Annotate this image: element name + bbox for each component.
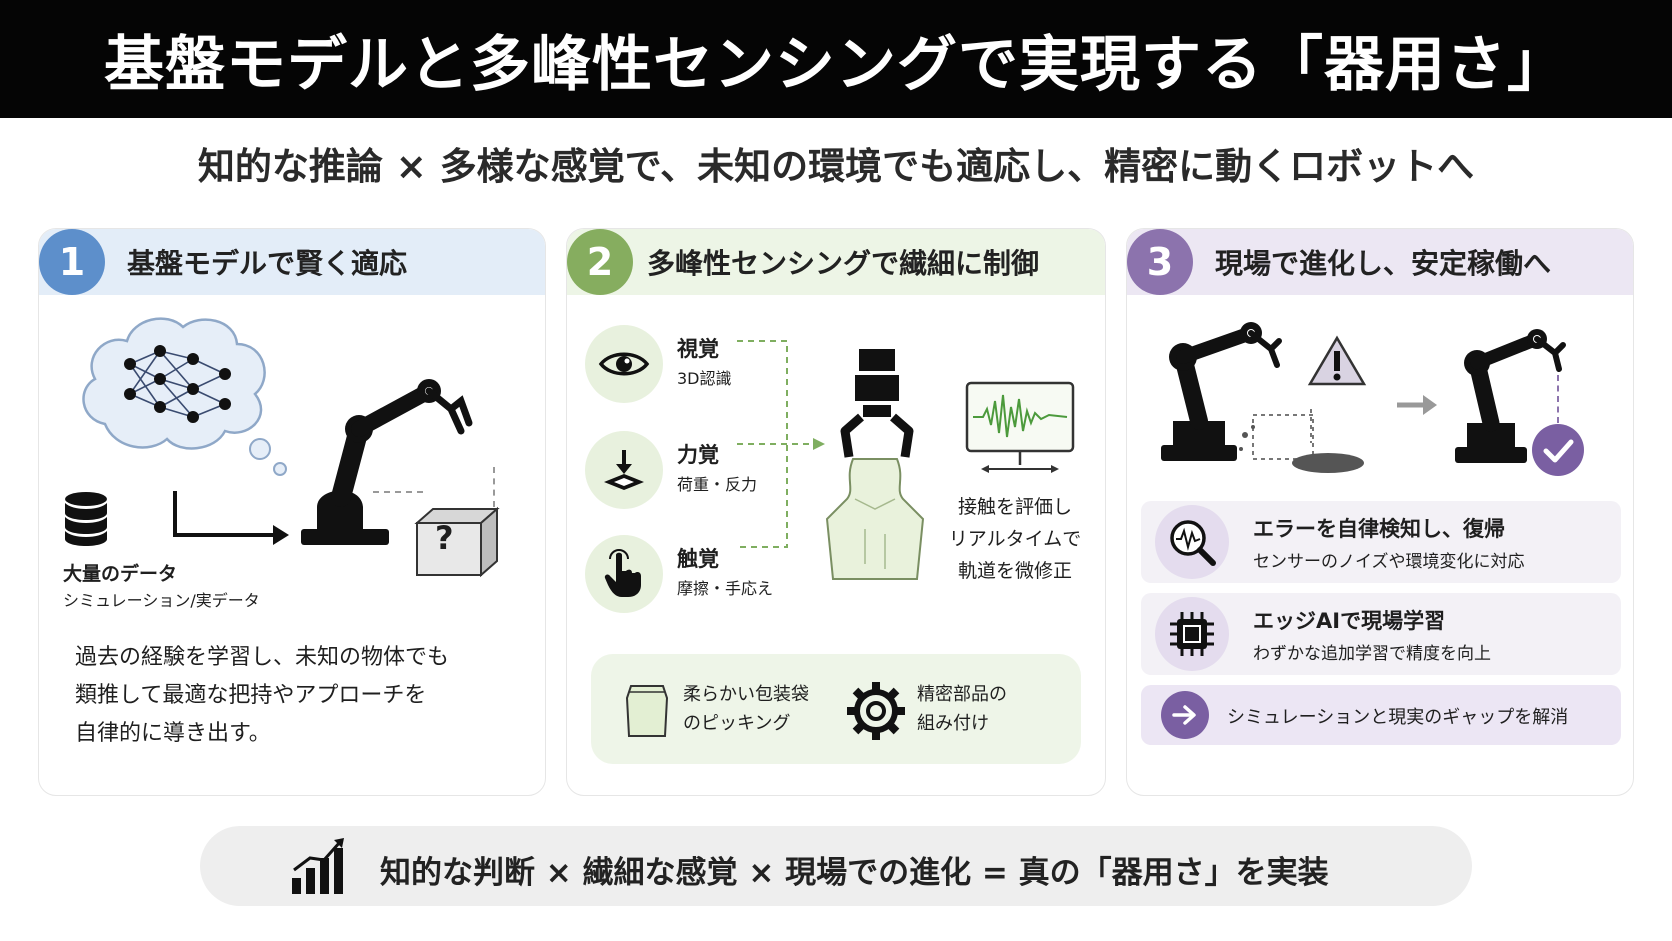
app-line: 精密部品の xyxy=(917,684,1007,705)
panel-foundation-model: 1 基盤モデルで賢く適応 xyxy=(38,228,546,796)
data-sublabel: シミュレーション/実データ xyxy=(63,591,260,610)
search-waveform-icon xyxy=(1155,505,1229,579)
card-subtitle: センサーのノイズや環境変化に対応 xyxy=(1253,552,1525,572)
app-label: 柔らかい包装袋 のピッキング xyxy=(683,680,809,738)
step-badge: 3 xyxy=(1127,229,1193,295)
eye-icon xyxy=(585,325,663,403)
panel-header: 2 多峰性センシングで繊細に制御 xyxy=(567,229,1105,295)
sense-label: 触覚 xyxy=(677,547,719,571)
neural-network-icon xyxy=(75,309,287,476)
force-sensor-icon xyxy=(585,431,663,509)
description-line: 過去の経験を学習し、未知の物体でも xyxy=(75,645,450,670)
title-bar: 基盤モデルと多峰性センシングで実現する「器用さ」 xyxy=(0,0,1672,118)
robot-arm-icon xyxy=(1161,322,1311,465)
data-label: 大量のデータ xyxy=(63,563,178,585)
app-line: 柔らかい包装袋 xyxy=(683,684,809,705)
step-badge: 1 xyxy=(39,229,105,295)
panel-heading: 現場で進化し、安定稼働へ xyxy=(1215,247,1552,280)
card-subtitle: わずかな追加学習で精度を向上 xyxy=(1253,644,1491,664)
contact-line: リアルタイムで xyxy=(948,528,1082,550)
panel-multimodal-sensing: 2 多峰性センシングで繊細に制御 視覚 3D認識 力覚 荷重・反力 xyxy=(566,228,1106,796)
gear-icon xyxy=(847,682,905,740)
robot-arm-icon xyxy=(301,379,501,549)
warning-icon xyxy=(1307,335,1367,387)
gripper-bag-icon xyxy=(825,349,925,589)
banner-text: シミュレーションと現実のギャップを解消 xyxy=(1227,707,1569,728)
app-label: 精密部品の 組み付け xyxy=(917,680,1007,738)
bag-icon xyxy=(623,682,671,740)
arrow-right-icon xyxy=(1161,691,1209,739)
description-line: 類推して最適な把持やアプローチを xyxy=(75,683,427,708)
panel-field-evolution: 3 現場で進化し、安定稼働へ xyxy=(1126,228,1634,796)
sense-connector xyxy=(737,340,827,548)
database-icon xyxy=(63,491,109,547)
robot-arm-icon xyxy=(1455,329,1585,469)
check-icon xyxy=(1531,423,1585,477)
waveform-monitor-icon xyxy=(965,381,1075,477)
dashed-connector xyxy=(373,491,423,493)
summary-text: 知的な判断 × 繊細な感覚 × 現場での進化 = 真の「器用さ」を実装 xyxy=(380,855,1329,891)
panel-heading: 基盤モデルで賢く適応 xyxy=(127,247,408,280)
sense-sublabel: 摩擦・手応え xyxy=(677,579,774,598)
page-title: 基盤モデルと多峰性センシングで実現する「器用さ」 xyxy=(104,29,1568,100)
step-badge: 2 xyxy=(567,229,633,295)
contact-line: 接触を評価し xyxy=(957,496,1072,518)
contact-line: 軌道を微修正 xyxy=(957,560,1072,582)
feature-card-error-recovery: エラーを自律検知し、復帰 センサーのノイズや環境変化に対応 xyxy=(1141,501,1621,583)
chip-icon xyxy=(1155,597,1229,671)
summary-footer: 知的な判断 × 繊細な感覚 × 現場での進化 = 真の「器用さ」を実装 xyxy=(200,826,1472,906)
sense-sublabel: 荷重・反力 xyxy=(677,475,758,494)
hand-touch-icon xyxy=(585,535,663,613)
panel-header: 1 基盤モデルで賢く適応 xyxy=(39,229,545,295)
arrow-right-icon xyxy=(1397,393,1439,417)
panel-heading: 多峰性センシングで繊細に制御 xyxy=(647,247,1040,280)
flow-arrow-icon xyxy=(171,491,291,551)
bar-chart-icon xyxy=(290,838,348,896)
app-line: のピッキング xyxy=(683,713,791,734)
sense-label: 力覚 xyxy=(677,443,719,467)
card-title: エッジAIで現場学習 xyxy=(1253,609,1446,633)
card-title: エラーを自律検知し、復帰 xyxy=(1253,517,1505,541)
contact-description: 接触を評価し リアルタイムで 軌道を微修正 xyxy=(945,491,1085,587)
panel1-description: 過去の経験を学習し、未知の物体でも 類推して最適な把持やアプローチを 自律的に導… xyxy=(75,639,515,753)
subtitle: 知的な推論 × 多様な感覚で、未知の環境でも適応し、精密に動くロボットへ xyxy=(197,145,1475,188)
sense-sublabel: 3D認識 xyxy=(677,369,732,388)
app-line: 組み付け xyxy=(917,713,989,734)
application-examples: 柔らかい包装袋 のピッキング 精密部品の 組み付け xyxy=(591,654,1081,764)
dashed-connector xyxy=(493,467,495,507)
banner-sim-to-real: シミュレーションと現実のギャップを解消 xyxy=(1141,685,1621,745)
unknown-box-icon xyxy=(413,505,503,578)
feature-card-edge-ai: エッジAIで現場学習 わずかな追加学習で精度を向上 xyxy=(1141,593,1621,675)
panel-header: 3 現場で進化し、安定稼働へ xyxy=(1127,229,1633,295)
unknown-mark: ? xyxy=(435,519,454,557)
dropped-object-icon xyxy=(1183,405,1393,485)
sense-label: 視覚 xyxy=(677,337,719,361)
description-line: 自律的に導き出す。 xyxy=(75,721,271,746)
dashed-connector xyxy=(1557,375,1559,423)
